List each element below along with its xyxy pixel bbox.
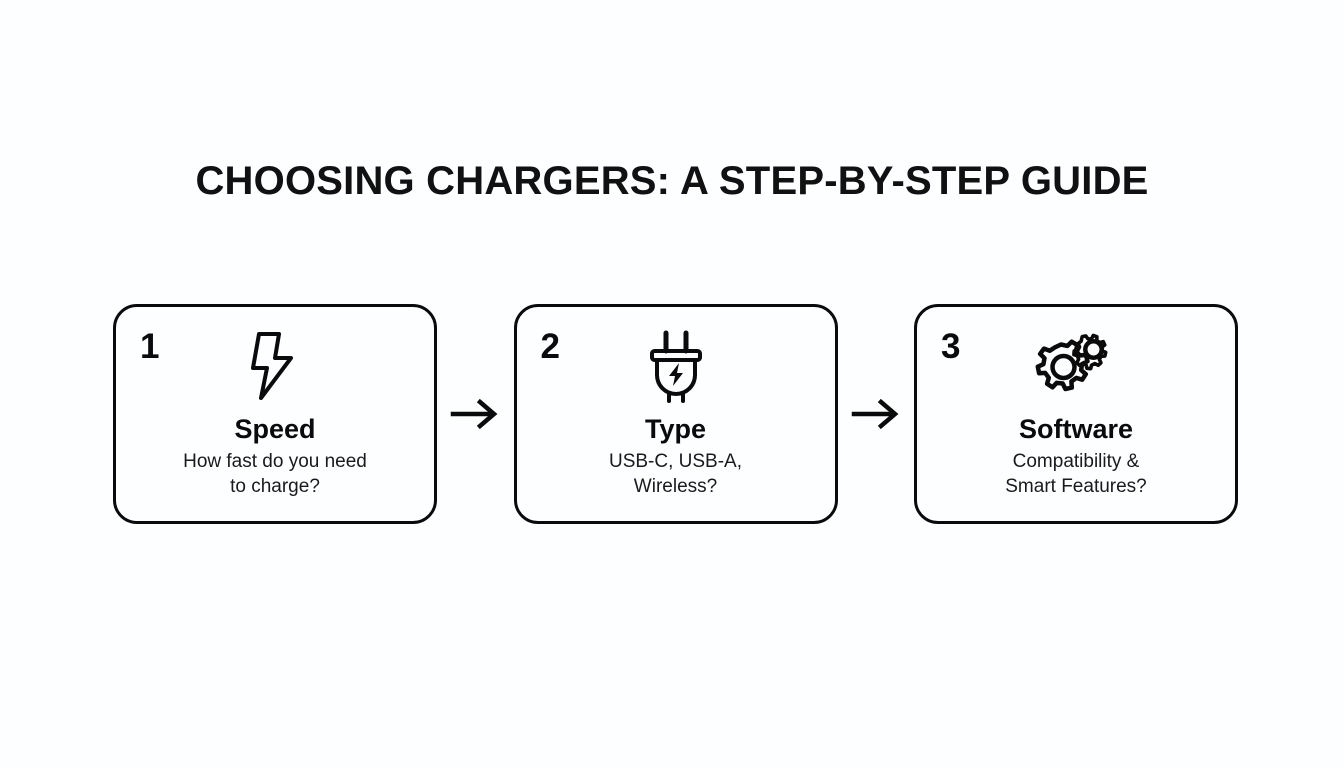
step-number: 2 [540,327,560,366]
step-title: Software [1018,414,1134,444]
step-card-content: Type USB-C, USB-A, Wireless? [517,307,835,521]
page-title: CHOOSING CHARGERS: A STEP-BY-STEP GUIDE [195,159,1149,203]
power-plug-icon [644,327,708,405]
step-description-line-2: to charge? [230,476,320,497]
step-description-line-1: Compatibility & [1012,451,1140,472]
step-card-content: Speed How fast do you need to charge? [116,307,434,521]
lightning-bolt-icon [247,327,303,405]
arrow-step1-to-step2-icon [446,394,504,434]
step-description-line-1: How fast do you need [183,451,367,472]
step-card-type[interactable]: 2 [513,304,838,524]
step-description-line-1: USB-C, USB-A, [608,451,743,472]
step-description-line-2: Wireless? [633,476,718,497]
step-description: How fast do you need to charge? [183,449,367,499]
gears-icon [1032,327,1120,405]
step-card-speed[interactable]: 1 Speed How fast do you need to charge? [113,304,437,524]
step-title: Speed [234,414,316,444]
step-description-line-2: Smart Features? [1005,476,1147,497]
step-description: USB-C, USB-A, Wireless? [609,449,742,499]
process-flow: 1 Speed How fast do you need to charge? [113,304,1238,524]
step-number: 1 [140,327,160,366]
step-number: 3 [941,327,961,366]
step-title: Type [644,414,706,444]
step-description: Compatibility & Smart Features? [1005,449,1147,499]
step-card-content: Software Compatibility & Smart Features? [917,307,1235,521]
arrow-step2-to-step3-icon [847,394,905,434]
step-card-software[interactable]: 3 Software [914,304,1238,524]
